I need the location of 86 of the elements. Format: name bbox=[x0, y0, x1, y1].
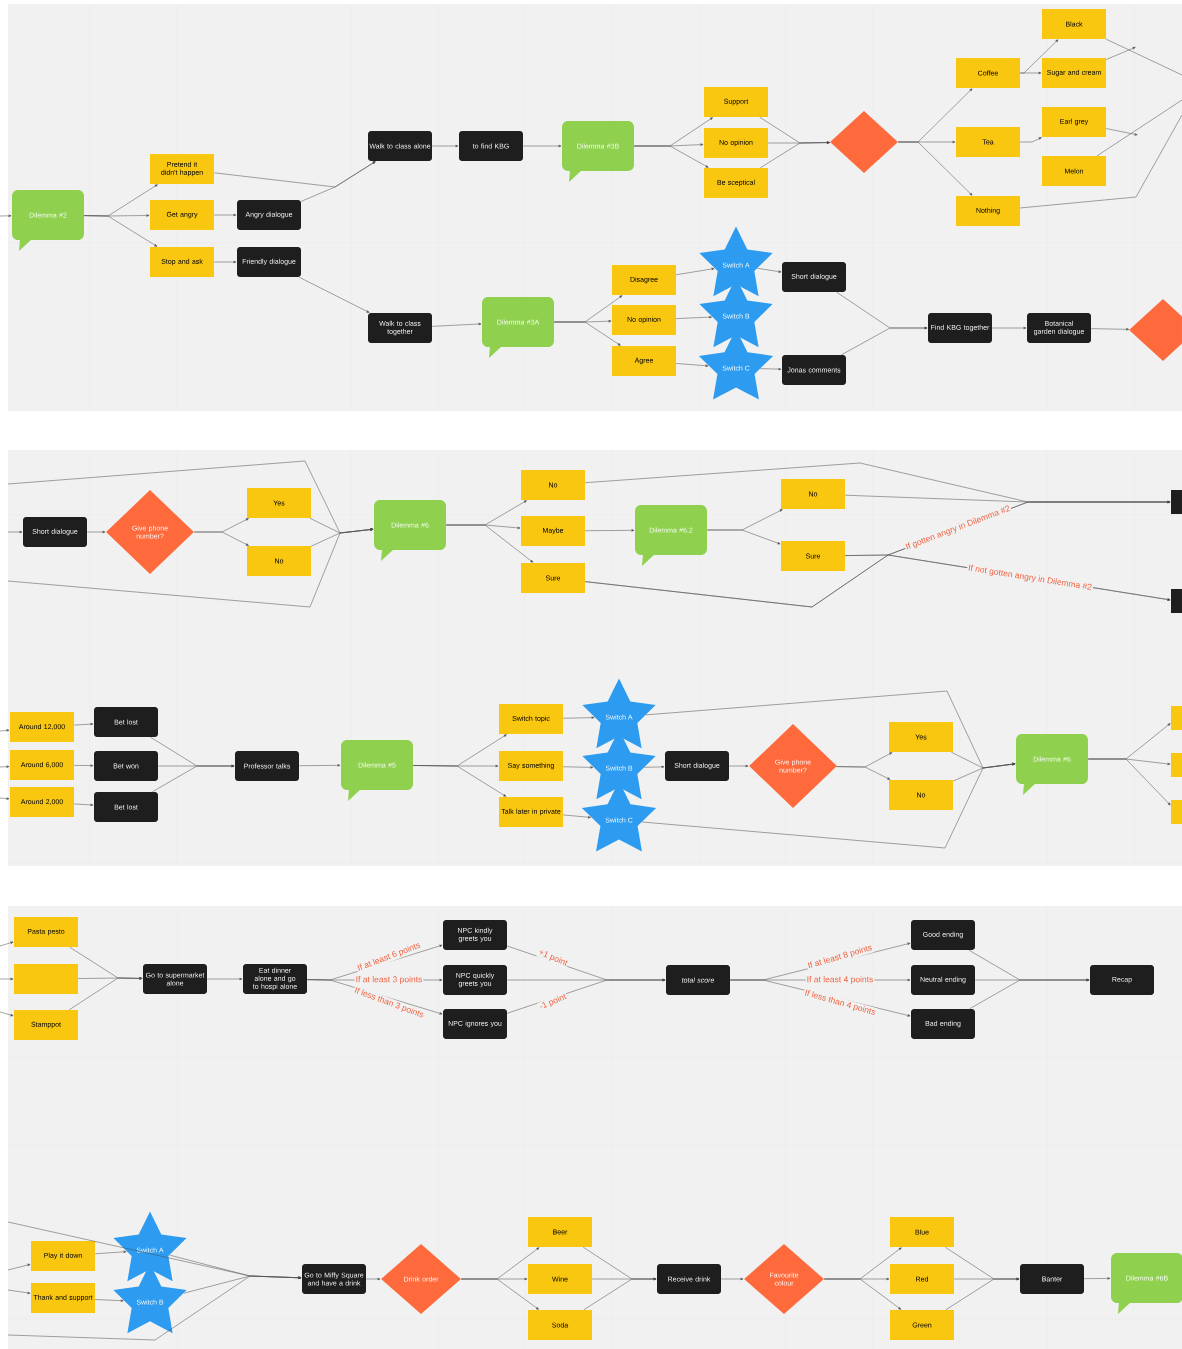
arrow bbox=[86, 530, 106, 534]
sticky-note bbox=[14, 964, 78, 994]
arrow bbox=[1105, 47, 1136, 60]
arrow bbox=[728, 764, 749, 768]
arrow bbox=[213, 260, 237, 264]
arrow bbox=[644, 765, 665, 769]
arrow bbox=[1105, 128, 1138, 136]
arrow bbox=[213, 213, 237, 217]
action-box bbox=[1171, 490, 1182, 514]
arrow bbox=[94, 1299, 124, 1302]
arrow bbox=[1087, 758, 1171, 806]
arrow bbox=[760, 141, 830, 169]
edge-label: If at least 3 points bbox=[354, 975, 424, 985]
arrow bbox=[969, 978, 1090, 1010]
arrow bbox=[836, 766, 891, 780]
arrow bbox=[1083, 1277, 1111, 1280]
edge-label: +1 point bbox=[536, 947, 570, 969]
arrow bbox=[1019, 71, 1042, 75]
decision-diamond bbox=[830, 111, 898, 173]
arrow bbox=[562, 814, 591, 819]
arrow bbox=[7, 528, 374, 608]
arrow bbox=[206, 977, 243, 981]
arrow bbox=[431, 144, 459, 148]
arrow bbox=[73, 722, 94, 726]
edge-label: If not gotten angry in Dilemma #2 bbox=[966, 563, 1094, 593]
edge-label: If at least 8 points bbox=[805, 942, 875, 972]
arrow bbox=[562, 716, 595, 719]
arrow bbox=[991, 326, 1027, 330]
arrow bbox=[584, 529, 635, 532]
arrow bbox=[706, 529, 781, 545]
arrow bbox=[0, 765, 10, 768]
arrow bbox=[720, 1277, 744, 1281]
arrow bbox=[298, 276, 370, 313]
arrow bbox=[841, 326, 928, 356]
arrow bbox=[7, 1263, 31, 1271]
arrow bbox=[73, 764, 94, 767]
arrow bbox=[300, 161, 376, 202]
arrow bbox=[583, 1277, 657, 1311]
arrow bbox=[7, 1289, 31, 1295]
arrow bbox=[675, 267, 715, 275]
edge-label: If less than 4 points bbox=[802, 987, 878, 1019]
arrow bbox=[553, 321, 621, 346]
arrow bbox=[506, 978, 666, 1014]
arrow bbox=[897, 141, 973, 196]
arrow bbox=[0, 729, 10, 732]
arrow bbox=[823, 1278, 902, 1310]
arrow bbox=[760, 367, 782, 371]
arrow bbox=[1090, 328, 1130, 331]
decision-diamond bbox=[1129, 299, 1182, 361]
arrow bbox=[562, 766, 594, 769]
arrow bbox=[0, 977, 14, 981]
arrow bbox=[0, 797, 10, 800]
edge-label: If at least 4 points bbox=[805, 975, 875, 985]
arrow bbox=[83, 215, 158, 247]
arrow bbox=[675, 363, 709, 367]
arrow bbox=[298, 764, 341, 767]
arrow bbox=[73, 803, 94, 807]
sticky-note bbox=[1171, 753, 1182, 777]
connector-line bbox=[1105, 38, 1182, 76]
arrow bbox=[0, 214, 12, 217]
arrow bbox=[365, 1277, 381, 1281]
arrow bbox=[633, 145, 709, 168]
sticky-note bbox=[1171, 706, 1182, 730]
arrow bbox=[431, 322, 482, 327]
arrow bbox=[460, 1278, 539, 1310]
arrow bbox=[522, 144, 562, 148]
arrow bbox=[757, 268, 782, 273]
action-box bbox=[1171, 589, 1182, 613]
connector-line bbox=[1019, 114, 1182, 209]
arrow bbox=[945, 1277, 1020, 1311]
arrow bbox=[152, 764, 235, 793]
arrow bbox=[952, 762, 1016, 782]
arrow bbox=[69, 977, 143, 1011]
arrow bbox=[0, 941, 14, 947]
arrow bbox=[412, 765, 507, 797]
arrow bbox=[445, 524, 534, 563]
arrow bbox=[193, 531, 249, 546]
connector-line bbox=[1096, 99, 1182, 157]
arrow bbox=[1019, 137, 1042, 143]
arrow bbox=[7, 530, 23, 534]
arrow bbox=[0, 1011, 14, 1017]
arrow bbox=[7, 1275, 302, 1341]
sticky-note bbox=[1171, 800, 1182, 824]
edge-label: -1 point bbox=[537, 991, 569, 1013]
arrow bbox=[675, 316, 712, 319]
arrow bbox=[94, 1250, 127, 1255]
